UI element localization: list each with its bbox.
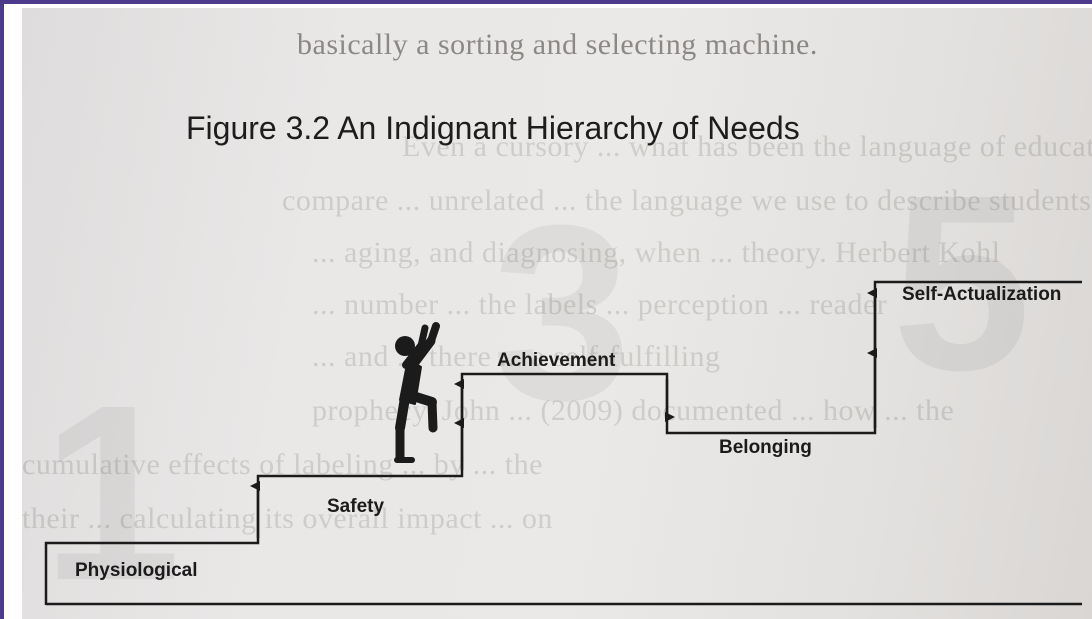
hierarchy-diagram: Figure 3.2 An Indignant Hierarchy of Nee… (44, 110, 1082, 606)
bleed-through-numeral: 1 (42, 353, 182, 619)
climbing-person-icon (394, 322, 440, 463)
book-page: 3 5 1 basically a sorting and selecting … (22, 8, 1092, 619)
step-label-achievement: Achievement (497, 350, 616, 371)
bleed-line: Even a cursory ... what has been the lan… (402, 130, 1092, 163)
step-label-physiological: Physiological (75, 560, 197, 581)
riser-arrows (250, 288, 877, 538)
step-label-belonging: Belonging (719, 437, 812, 458)
bleed-line: ... number ... the labels ... perception… (312, 288, 888, 321)
bleed-line: ... aging, and diagnosing, when ... theo… (312, 236, 1001, 269)
step-label-safety: Safety (327, 496, 384, 517)
bleed-line: basically a sorting and selecting machin… (297, 28, 818, 61)
figure-title: Figure 3.2 An Indignant Hierarchy of Nee… (186, 110, 800, 146)
bleed-line: ... and ... there ... a self-fulfilling (312, 340, 721, 373)
bleed-through-numeral: 3 (492, 173, 632, 452)
bleed-line: their ... calculating its overall impact… (22, 502, 553, 535)
staircase-line (44, 280, 1082, 605)
bleed-line: compare ... unrelated ... the language w… (282, 184, 1092, 217)
step-label-self-actualization: Self-Actualization (902, 284, 1061, 305)
